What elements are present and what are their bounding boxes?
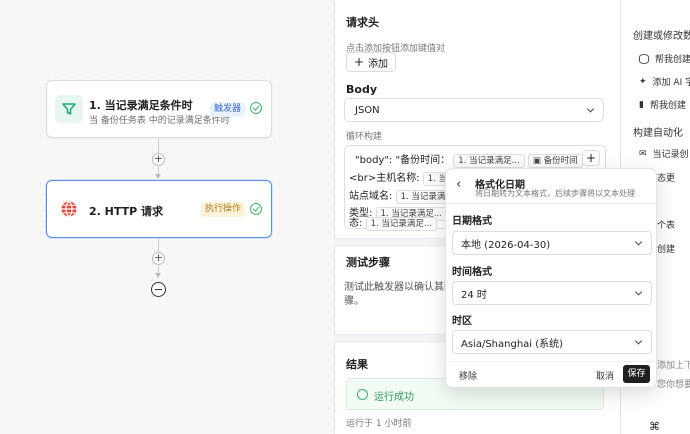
sidebar-item[interactable]: ▮帮我创建 — [639, 99, 686, 112]
variable-chip[interactable]: 1. 当记录满足... — [453, 154, 525, 168]
test-step-desc: 测试此触发器以确认其配 — [344, 282, 454, 293]
save-button[interactable]: 保存 — [623, 365, 650, 383]
chevron-down-icon — [634, 238, 643, 246]
database-icon — [639, 53, 649, 64]
sparkle-icon: ✦ — [639, 76, 647, 87]
input-placeholder[interactable]: 您你想要 — [657, 380, 690, 390]
add-step-button[interactable]: + — [152, 152, 165, 166]
headers-hint: 点击添加按钮添加键值对 — [346, 44, 446, 54]
sidebar-item[interactable]: 从这个表 — [639, 221, 676, 231]
cancel-button[interactable]: 取消 — [596, 372, 615, 382]
globe-icon — [55, 195, 83, 223]
trigger-badge: 触发器 — [209, 102, 245, 117]
back-icon[interactable]: ‹ — [456, 177, 462, 192]
mail-icon: ✉ — [639, 148, 647, 159]
variable-chip[interactable]: 1. 当记录满 — [395, 190, 451, 204]
variable-chip-backup-time[interactable]: ▣ 备份时间 — [527, 154, 583, 168]
result-title: 结果 — [346, 358, 368, 371]
body-title: Body — [346, 83, 377, 96]
sidebar-item[interactable]: 帮我创建一 — [639, 52, 690, 65]
sidebar-item[interactable]: 将状态更 — [639, 174, 676, 184]
sidebar-item[interactable]: ✦添加 AI 字 — [639, 76, 690, 89]
chevron-down-icon — [634, 288, 643, 296]
remove-button[interactable]: 移除 — [459, 372, 478, 382]
sidebar-section-title: 构建自动化 — [633, 128, 683, 139]
sidebar-item[interactable]: 帮我创建 — [639, 245, 676, 255]
filter-icon — [55, 95, 83, 123]
format-date-popover: ‹ 格式化日期 将日期转为文本格式，后续步骤将以文本处理 日期格式 本地 (20… — [445, 168, 657, 388]
chart-icon: ▮ — [639, 99, 644, 110]
date-format-select[interactable]: 本地 (2026-04-30) — [452, 231, 652, 255]
attach-icon[interactable]: ⌘ — [649, 420, 660, 433]
timezone-label: 时区 — [452, 316, 472, 327]
date-format-label: 日期格式 — [452, 216, 492, 227]
calendar-icon: ▣ — [532, 156, 541, 166]
http-node-title: 2. HTTP 请求 — [89, 205, 164, 218]
trigger-node[interactable]: 1. 当记录满足条件时 当 备份任务表 中的记录满足条件时 触发器 — [46, 80, 272, 138]
popover-title: 格式化日期 — [475, 180, 525, 191]
http-request-node[interactable]: 2. HTTP 请求 执行操作 — [46, 180, 272, 238]
end-flow-icon[interactable] — [151, 282, 166, 297]
chevron-down-icon — [634, 337, 643, 345]
timezone-select[interactable]: Asia/Shanghai (系统) — [452, 330, 652, 354]
loop-label: 循环构建 — [346, 132, 383, 142]
time-format-label: 时间格式 — [452, 267, 492, 278]
success-check-icon — [357, 389, 368, 400]
body-type-select[interactable]: JSON — [344, 98, 604, 122]
trigger-node-title: 1. 当记录满足条件时 — [89, 99, 193, 112]
time-format-select[interactable]: 24 时 — [452, 281, 652, 305]
sidebar-item[interactable]: ✉当记录创 — [639, 148, 689, 161]
workflow-canvas[interactable]: 1. 当记录满足条件时 当 备份任务表 中的记录满足条件时 触发器 + 2. H… — [0, 0, 334, 434]
test-step-title: 测试步骤 — [346, 256, 390, 269]
chevron-down-icon — [586, 105, 595, 113]
headers-title: 请求头 — [346, 16, 379, 29]
run-time: 运行于 1 小时前 — [346, 419, 412, 429]
add-step-button[interactable]: + — [152, 251, 165, 265]
add-header-button[interactable]: + 添加 — [346, 52, 396, 72]
variable-chip[interactable]: 1. 当记录满足... — [365, 217, 437, 231]
success-check-icon — [250, 102, 262, 114]
success-check-icon — [250, 203, 262, 215]
trigger-node-subtitle: 当 备份任务表 中的记录满足条件时 — [89, 116, 230, 126]
action-badge: 执行操作 — [200, 202, 245, 217]
result-status: 运行成功 — [374, 392, 414, 403]
sidebar-section-title: 创建或修改数 — [633, 31, 690, 42]
test-step-desc-cont: 骤。 — [344, 296, 364, 307]
insert-variable-button[interactable]: + — [582, 150, 600, 166]
popover-desc: 将日期转为文本格式，后续步骤将以文本处理 — [475, 189, 635, 198]
context-hint: 添加上下 — [657, 361, 690, 371]
plus-icon: + — [353, 55, 365, 69]
